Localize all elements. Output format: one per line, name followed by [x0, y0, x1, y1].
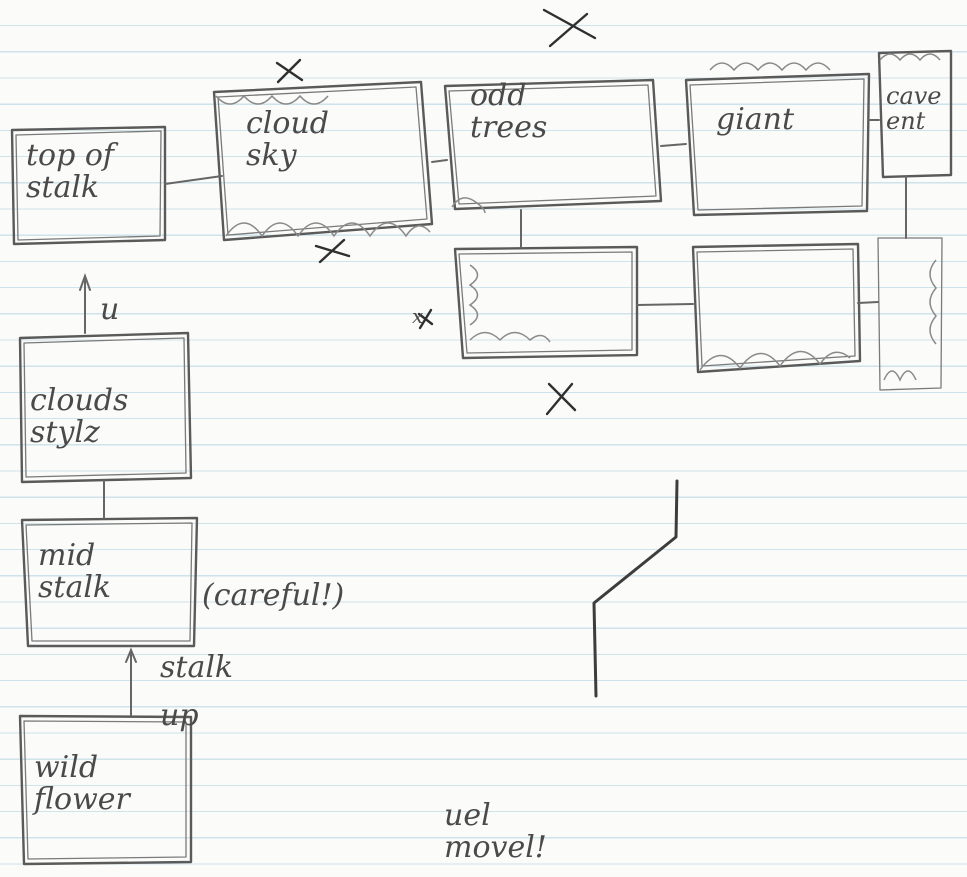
label-stalk-up-1: stalk [160, 650, 234, 685]
label-top-of-stalk: top of stalk [26, 138, 115, 205]
cloud-scallops [215, 53, 941, 382]
room-box-cloud-sky [212, 80, 434, 242]
label-wild-flower: wild flower [34, 750, 130, 817]
label-careful: (careful!) [202, 578, 345, 613]
room-box-giant [684, 72, 871, 217]
room-box-mid-stalk [20, 516, 199, 648]
room-box-wild-flower [18, 714, 193, 866]
label-x-left: x [412, 304, 424, 328]
connector-lines [79, 119, 907, 716]
room-box-empty-1 [453, 245, 639, 360]
label-clouds: clouds stylz [30, 383, 129, 450]
label-mid-stalk: mid stalk [38, 538, 112, 605]
x-marks [275, 8, 597, 416]
room-box-odd-trees [443, 78, 663, 211]
room-box-empty-3-partial [877, 237, 943, 391]
label-odd-trees: odd trees [470, 78, 548, 145]
label-stalk-up-2: up [160, 698, 199, 733]
label-edge-u: u [100, 292, 120, 327]
label-giant: giant [716, 102, 795, 137]
label-note: uel movel! [444, 798, 547, 865]
zigzag-line [592, 479, 679, 698]
label-cloud-sky: cloud sky [246, 106, 329, 173]
label-cave-ent: cave ent [886, 82, 942, 136]
room-box-empty-2 [691, 242, 862, 374]
room-box-cave-ent [877, 49, 953, 179]
room-box-clouds [18, 331, 193, 484]
room-box-top-of-stalk [10, 125, 167, 246]
